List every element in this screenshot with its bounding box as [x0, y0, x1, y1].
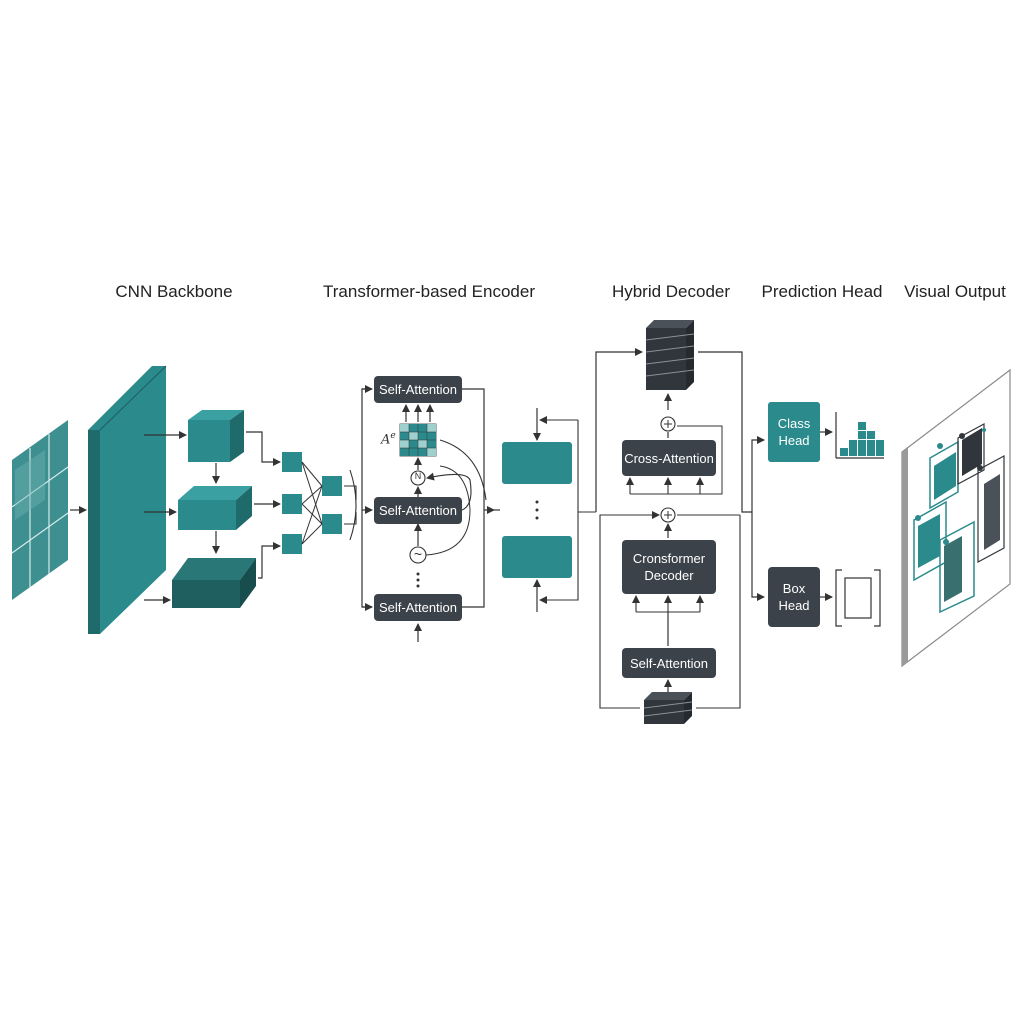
token-5: [322, 514, 342, 534]
feature-map-2: [178, 486, 252, 530]
encoder-output-1: [502, 442, 572, 484]
decoder-output-stack: [645, 320, 695, 390]
decoder-cross-attention: Cross-Attention: [622, 440, 716, 476]
box-head: Box Head: [768, 567, 820, 627]
section-title-prediction: Prediction Head: [761, 282, 883, 301]
backbone-feature-block: [88, 365, 167, 634]
decoder-self-attention: Self-Attention: [622, 648, 716, 678]
class-head: Class Head: [768, 402, 820, 462]
output-canvas: [901, 368, 1011, 668]
section-title-decoder: Hybrid Decoder: [611, 282, 731, 301]
class-distribution-icon: [835, 412, 884, 459]
encoder-self-attention-mid: Self-Attention: [374, 497, 462, 524]
decoder-query-stack: [643, 692, 693, 724]
attention-matrix: [399, 423, 437, 457]
encoder-self-attention-top: Self-Attention: [374, 376, 462, 403]
attention-map-label: Ae: [381, 431, 396, 448]
token-2: [282, 494, 302, 514]
encoder-output-2: [502, 536, 572, 578]
token-connections: [301, 461, 323, 545]
decoder-crossformer: Cronsformer Decoder: [622, 540, 716, 594]
token-3: [282, 534, 302, 554]
bounding-box-icon: [835, 569, 881, 627]
input-image: [11, 420, 69, 600]
norm-node: [410, 470, 426, 486]
token-1: [282, 452, 302, 472]
token-4: [322, 476, 342, 496]
feature-map-3: [172, 558, 256, 608]
positional-symbol: ~: [413, 546, 423, 562]
section-title-encoder: Transformer-based Encoder: [323, 282, 535, 301]
feature-map-1: [188, 410, 244, 462]
encoder-self-attention-bottom: Self-Attention: [374, 594, 462, 621]
section-title-output: Visual Output: [904, 282, 1006, 301]
section-title-backbone: CNN Backbone: [115, 282, 233, 301]
norm-symbol: N: [414, 471, 422, 481]
